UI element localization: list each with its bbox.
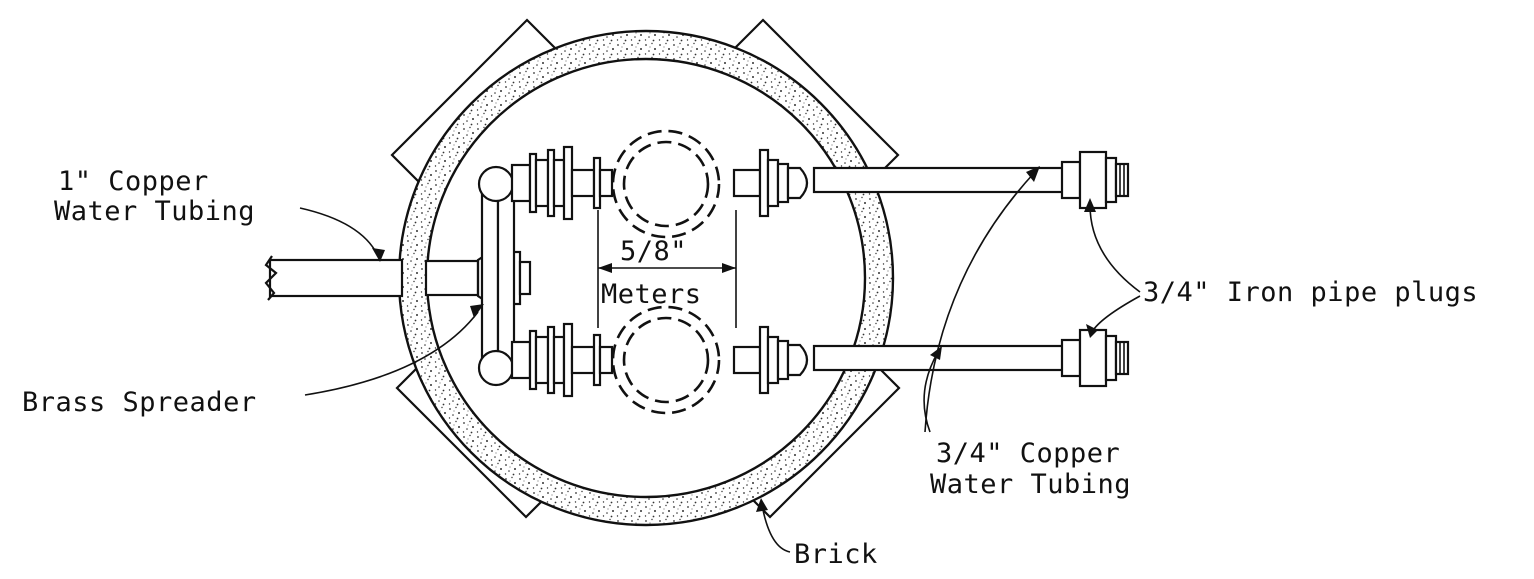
label-copper-34in: 3/4" Copper: [936, 438, 1120, 469]
leader-lines: [299, 166, 1141, 553]
labels: 1" Copper Water Tubing 5/8" Meters 3/4" …: [22, 166, 1478, 570]
upper-plug: [1060, 150, 1130, 210]
upper-meter-assembly: [510, 145, 809, 221]
lower-meter-assembly: [510, 322, 809, 398]
label-meters: Meters: [601, 279, 702, 310]
label-iron-pipe-plugs: 3/4" Iron pipe plugs: [1143, 277, 1478, 308]
label-water-tubing-34in: Water Tubing: [930, 469, 1131, 500]
label-brass-spreader: Brass Spreader: [22, 387, 257, 418]
upper-meter: [611, 129, 721, 239]
lower-plug: [1060, 328, 1130, 388]
label-brick: Brick: [794, 539, 878, 570]
meters-dimension: [597, 210, 737, 328]
label-water-tubing-1in: Water Tubing: [54, 196, 255, 227]
lower-meter: [611, 305, 721, 415]
label-copper-1in: 1" Copper: [58, 166, 209, 197]
label-meter-size: 5/8": [620, 236, 687, 267]
brass-spreader: [477, 165, 516, 387]
